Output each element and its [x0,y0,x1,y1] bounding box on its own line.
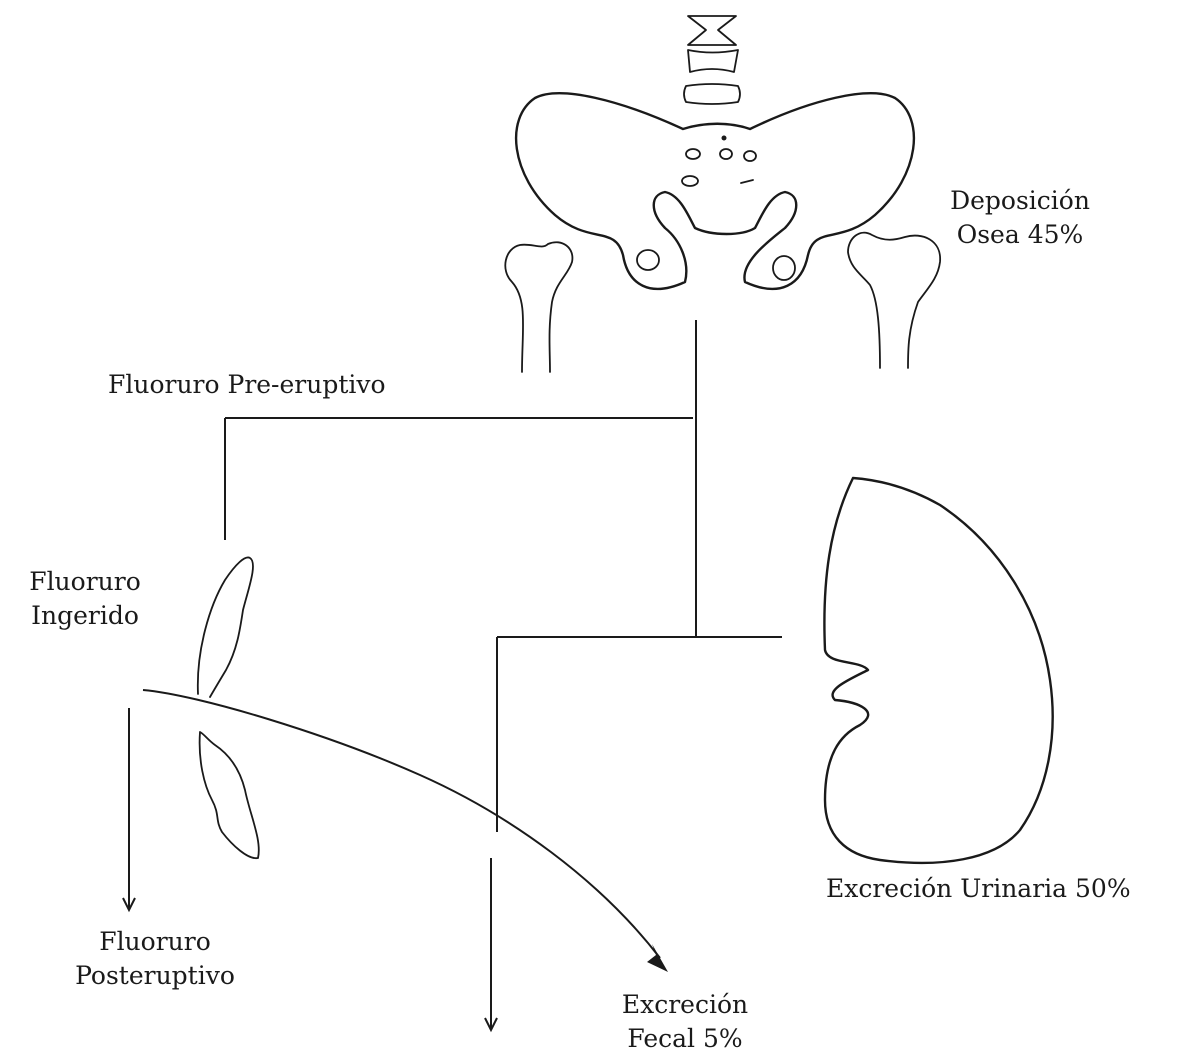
femur-icon [505,233,940,372]
arrow-down-icon [485,858,497,1030]
post-eruptive-label: Fluoruro Posteruptivo [50,925,260,993]
vertebrae-icon [684,16,740,104]
bone-deposition-label: Deposición Osea 45% [925,184,1115,252]
pelvis-icon [516,93,914,289]
urinary-excretion-label: Excreción Urinaria 50% [826,872,1131,906]
fecal-excretion-label: Excreción Fecal 5% [590,988,780,1056]
arrow-down-icon [123,708,135,910]
pre-eruptive-label: Fluoruro Pre-eruptivo [108,368,386,402]
kidney-icon [824,478,1052,863]
ingested-fluoride-label: Fluoruro Ingerido [10,565,160,633]
